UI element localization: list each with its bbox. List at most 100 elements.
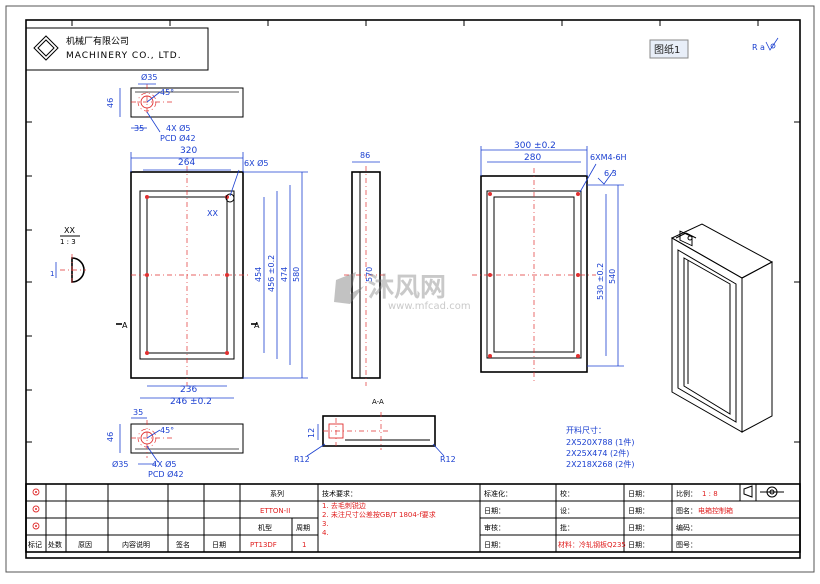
inner-border — [25, 19, 801, 559]
top-view: Ø35 46 45° 35 4X Ø5 PCD Ø42 — [106, 72, 244, 143]
date-label-2: 日期： — [484, 541, 505, 549]
front-view: 320 264 6X Ø5 454 456 ±0.2 474 580 236 2… — [116, 146, 308, 407]
svg-text:a: a — [760, 43, 765, 52]
series-label: 系列 — [270, 489, 284, 498]
sheet-tab-label: 图纸1 — [654, 43, 680, 56]
std-label: 标准化： — [484, 489, 512, 498]
material-label: 材料：冷轧钢板Q235 — [558, 540, 626, 549]
tech-req-1: 1. 去毛刺锐边 — [322, 501, 366, 510]
front-section-mark: XX — [207, 209, 218, 218]
date-label-3: 日期： — [628, 490, 649, 498]
bottom-height-46: 46 — [106, 432, 115, 442]
top-angle: 45° — [160, 88, 174, 97]
top-hole-diameter: Ø35 — [141, 72, 157, 82]
cutting-list: 开料尺寸： 2X520X788 (1件) 2X25X474 (2件) 2X218… — [566, 425, 634, 469]
figure-name-value: 电箱控制箱 — [698, 506, 733, 515]
section-title: A-A — [372, 398, 384, 406]
period-label: 周期 — [296, 524, 310, 532]
bottom-pcd: PCD Ø42 — [148, 469, 184, 479]
front-width-246: 246 ±0.2 — [170, 397, 212, 407]
projection-symbol-icon — [743, 485, 784, 498]
rev-header-count: 处数 — [48, 540, 62, 549]
watermark-url: www.mfcad.com — [388, 301, 471, 312]
check-label: 校： — [560, 489, 574, 498]
rev-header-reason: 原因 — [78, 541, 92, 549]
rev-header-mark: 标记 — [28, 540, 42, 549]
front-hole-spec: 6X Ø5 — [244, 158, 269, 168]
detail-title: XX — [64, 226, 75, 235]
bottom-width-35: 35 — [133, 408, 143, 417]
tech-req-3: 3. — [322, 520, 329, 528]
back-width-300: 300 ±0.2 — [514, 141, 556, 151]
svg-text:R: R — [752, 43, 758, 52]
back-thread-spec: 6XM4-6H — [590, 153, 627, 162]
scale-value: 1 : 8 — [702, 490, 718, 498]
rev-header-sign: 签名 — [176, 540, 190, 549]
top-pcd: PCD Ø42 — [160, 133, 196, 143]
bottom-hole-diameter: Ø35 — [112, 459, 128, 469]
watermark-brand: 沐风网 — [368, 273, 446, 303]
tech-req-2: 2. 未注尺寸公差按GB/T 1804-f要求 — [322, 510, 436, 519]
company-name-cn: 机械厂有限公司 — [66, 35, 129, 47]
section-marker-left: A — [122, 321, 128, 330]
back-height-530: 530 ±0.2 — [596, 263, 605, 300]
outer-border — [5, 5, 815, 573]
back-roughness: 6.3 — [604, 169, 617, 178]
back-view: 300 ±0.2 280 6XM4-6H 6.3 530 ±0.2 540 — [472, 141, 627, 382]
top-holes: 4X Ø5 — [166, 123, 191, 133]
front-height-474: 474 — [280, 267, 289, 282]
front-height-456: 456 ±0.2 — [267, 255, 276, 292]
isometric-view — [670, 223, 774, 433]
series-value: ETTON-II — [260, 507, 290, 515]
side-view: 86 570 — [344, 151, 388, 386]
side-height-570: 570 — [365, 267, 374, 282]
front-height-454: 454 — [254, 267, 263, 282]
design-label: 设： — [560, 506, 574, 515]
detail-view: XX 1 : 3 1 — [50, 226, 86, 286]
section-radius-left: R12 — [294, 455, 310, 464]
company-name-en: MACHINERY CO., LTD. — [66, 51, 182, 61]
section-height-12: 12 — [307, 428, 316, 438]
front-width-236: 236 — [180, 385, 197, 395]
bottom-angle: 45° — [160, 426, 174, 435]
section-radius-right: R12 — [440, 455, 456, 464]
model-label: 机型 — [258, 523, 272, 532]
figure-name-label: 图名： — [676, 506, 697, 515]
front-width-320: 320 — [180, 146, 197, 156]
bottom-view: 35 46 45° Ø35 4X Ø5 PCD Ø42 — [106, 408, 244, 479]
front-height-580: 580 — [292, 267, 301, 282]
company-logo-block: 机械厂有限公司 MACHINERY CO., LTD. — [25, 27, 209, 71]
date-label-1: 日期： — [484, 507, 505, 515]
side-depth-86: 86 — [360, 151, 370, 160]
surface-finish-icon: R a — [752, 37, 779, 52]
date-label-4: 日期： — [628, 507, 649, 515]
section-view: A-A 12 R12 R12 — [294, 398, 456, 464]
review-label: 审核： — [484, 523, 505, 532]
back-height-540: 540 — [608, 269, 617, 284]
top-height-46: 46 — [106, 98, 115, 108]
section-marker-right: A — [254, 321, 260, 330]
svg-text:1: 1 — [50, 270, 54, 278]
tech-req-4: 4. — [322, 529, 329, 537]
top-width-35: 35 — [134, 124, 144, 133]
watermark: 沐风网 www.mfcad.com — [334, 272, 471, 312]
cutting-list-line-2: 2X25X474 (2件) — [566, 448, 629, 458]
model-value: PT13DF — [250, 541, 277, 549]
sheet-tab[interactable]: 图纸1 — [649, 39, 689, 59]
detail-scale: 1 : 3 — [60, 238, 76, 246]
rev-header-date: 日期 — [212, 541, 226, 549]
cutting-list-title: 开料尺寸： — [566, 425, 606, 435]
rev-header-content: 内容说明 — [122, 540, 150, 549]
tech-req-label: 技术要求： — [322, 489, 357, 498]
date-label-6: 日期： — [628, 524, 649, 532]
cutting-list-line-3: 2X218X268 (2件) — [566, 459, 634, 469]
figure-number-label: 图号： — [676, 541, 697, 549]
title-block: 标记 处数 原因 内容说明 签名 日期 系列 ETTON-II 机型 周期 PT… — [25, 483, 801, 553]
scale-label: 比例： — [676, 489, 697, 498]
bottom-holes: 4X Ø5 — [152, 459, 177, 469]
front-width-264: 264 — [178, 158, 195, 168]
back-width-280: 280 — [524, 153, 541, 163]
approve-label: 批： — [560, 523, 574, 532]
period-value: 1 — [302, 541, 306, 549]
